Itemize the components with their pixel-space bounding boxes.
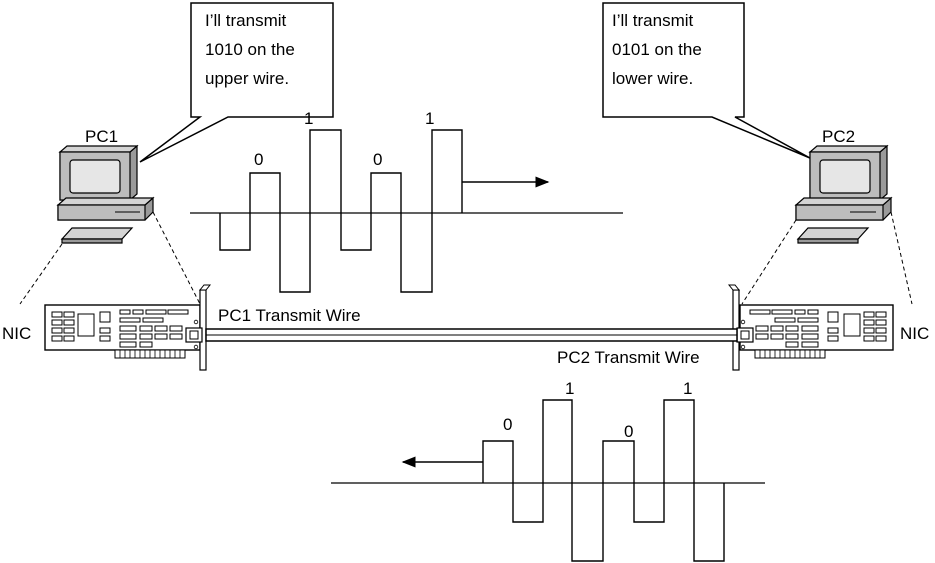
pc2-bubble-line-2: 0101 on the [612, 40, 702, 59]
pc2-bubble-line-1: I’ll transmit [612, 11, 694, 30]
pc1-label: PC1 [85, 127, 118, 146]
pc1-bubble-line-2: 1010 on the [205, 40, 295, 59]
crossover-cable [205, 328, 738, 342]
pc1-computer-icon [56, 144, 155, 244]
pc2-nic-card [727, 284, 894, 371]
upper-bit-4: 1 [425, 109, 434, 128]
pc2-computer-icon [794, 144, 893, 244]
upper-signal: 0 1 0 1 [190, 109, 623, 293]
pc2-zoom-lines [741, 211, 913, 305]
pc2-speech-bubble: I’ll transmit 0101 on the lower wire. [602, 2, 811, 159]
pc1-nic-card [44, 284, 212, 371]
upper-signal-waveform [219, 129, 463, 293]
lower-bit-2: 1 [565, 379, 574, 398]
lower-bit-4: 1 [683, 379, 692, 398]
upper-bit-3: 0 [373, 150, 382, 169]
lower-signal: 0 1 0 1 [331, 379, 765, 562]
pc2-transmit-wire-label: PC2 Transmit Wire [557, 348, 700, 367]
lower-bit-1: 0 [503, 415, 512, 434]
pc2-bubble-line-3: lower wire. [612, 69, 693, 88]
upper-bit-1: 0 [254, 150, 263, 169]
pc1-bubble-line-3: upper wire. [205, 69, 289, 88]
lower-signal-waveform [482, 399, 725, 562]
pc2-label: PC2 [822, 127, 855, 146]
pc2-nic-label: NIC [900, 324, 929, 343]
upper-bit-2: 1 [304, 109, 313, 128]
pc1-nic-label: NIC [2, 324, 31, 343]
pc1-bubble-line-1: I’ll transmit [205, 11, 287, 30]
lower-bit-3: 0 [624, 422, 633, 441]
pc1-transmit-wire-label: PC1 Transmit Wire [218, 306, 361, 325]
pc1-speech-bubble: I’ll transmit 1010 on the upper wire. [139, 2, 334, 163]
pc1-zoom-lines [19, 211, 201, 305]
